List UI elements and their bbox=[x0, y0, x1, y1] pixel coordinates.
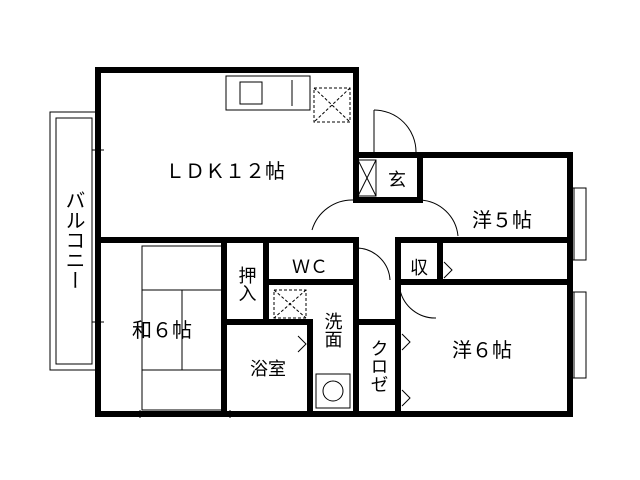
genkan-step bbox=[357, 159, 377, 197]
window-marks bbox=[92, 149, 231, 418]
room-label-senmen: 洗面 bbox=[322, 312, 343, 348]
door-swings bbox=[297, 109, 459, 407]
room-label-yokushitsu: 浴室 bbox=[250, 359, 286, 380]
wash-basin bbox=[315, 373, 351, 409]
room-label-wa6: 和６帖 bbox=[132, 318, 192, 342]
interior-walls bbox=[95, 152, 573, 417]
room-label-yo6: 洋６帖 bbox=[452, 338, 512, 362]
room-label-ldk: ＬＤＫ１２帖 bbox=[165, 159, 285, 183]
room-label-oshiire: 押入 bbox=[236, 266, 257, 302]
fridge-space bbox=[313, 87, 351, 123]
room-label-kurozeto: クロゼ bbox=[368, 339, 389, 393]
tatami-mats bbox=[141, 245, 223, 411]
room-label-wc: ＷＣ bbox=[292, 257, 328, 278]
room-label-genkan: 玄 bbox=[388, 170, 406, 191]
kitchen-counter bbox=[225, 75, 311, 111]
room-label-shu: 収 bbox=[410, 258, 428, 279]
washer-space bbox=[273, 289, 307, 319]
room-label-balcony: バルコニー bbox=[62, 190, 86, 290]
room-label-yo5: 洋５帖 bbox=[472, 208, 532, 232]
